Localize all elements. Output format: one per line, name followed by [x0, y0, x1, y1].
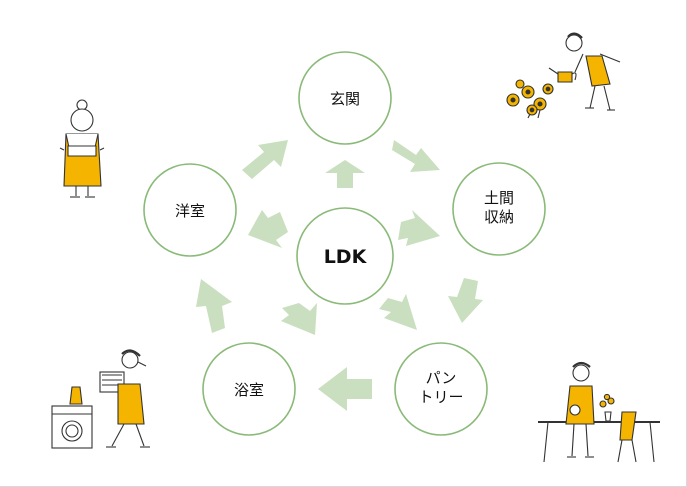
washing-machine-icon: [51, 405, 93, 449]
arrow-youshitsu-to-genkan: [242, 140, 288, 179]
labels-layer: LDK 玄関 土間 収納 パン トリー 浴室 洋室: [175, 90, 514, 406]
laundry-woman-illustration: [51, 349, 150, 449]
arrow-bath-to-youshitsu: [196, 279, 232, 333]
cooking-woman-illustration: [59, 99, 105, 198]
room-label-doma-line2: 収納: [484, 208, 514, 226]
circle-doma: [452, 162, 546, 256]
room-label-youshitsu: 洋室: [175, 202, 205, 220]
room-label-pantry-line2: トリー: [418, 388, 463, 406]
circle-ldk: [296, 207, 394, 305]
arrow-ldk-to-genkan: [325, 160, 365, 188]
room-label-bath: 浴室: [234, 381, 264, 399]
room-label-genkan: 玄関: [330, 90, 360, 108]
arrow-ldk-to-pantry: [379, 294, 417, 330]
dining-woman-illustration: [538, 361, 660, 463]
arrow-ldk-to-bath: [281, 303, 317, 335]
room-label-doma-line1: 土間: [484, 189, 514, 207]
circle-genkan: [298, 51, 392, 145]
arrow-doma-to-pantry: [448, 278, 483, 323]
room-label-pantry-line1: パン: [426, 369, 457, 387]
watering-can-icon: [548, 67, 577, 83]
arrow-ldk-to-youshitsu: [248, 210, 288, 248]
arrow-ldk-to-doma: [398, 210, 440, 246]
arrow-pantry-to-bath: [318, 367, 372, 411]
circle-bath: [202, 342, 296, 436]
circles-layer: [143, 51, 546, 436]
circle-youshitsu: [143, 163, 237, 257]
arrow-genkan-to-doma: [392, 140, 440, 172]
dining-table-icon: [538, 421, 660, 463]
chair-icon: [617, 411, 637, 463]
flower-cluster-icon: [506, 79, 554, 119]
circle-pantry: [394, 342, 488, 436]
gardening-woman-illustration: [506, 32, 621, 119]
center-label-ldk: LDK: [324, 246, 368, 268]
arrows-layer: [196, 140, 483, 411]
